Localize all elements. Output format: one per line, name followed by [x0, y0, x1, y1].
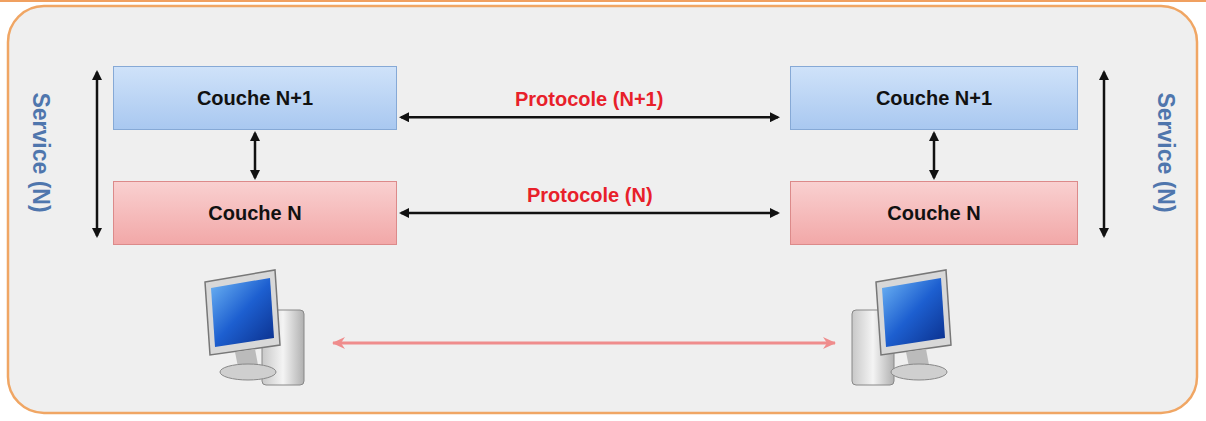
- protocol-arrow: [401, 212, 778, 215]
- service-label: Service (N): [1152, 92, 1179, 212]
- layer-box: Couche N: [790, 181, 1078, 245]
- frame: [8, 6, 1197, 413]
- layer-name: Couche N+1: [197, 87, 313, 110]
- service-arrow: [1103, 72, 1106, 236]
- protocol-arrow: [401, 116, 778, 119]
- layer-name: Couche N+1: [876, 87, 992, 110]
- service-label: Service (N): [27, 92, 54, 212]
- protocol-label: Protocole (N+1): [511, 88, 667, 111]
- protocol-arrow: [933, 133, 936, 178]
- computer-icon: [852, 270, 951, 385]
- layer-name: Couche N: [887, 202, 980, 225]
- link-arrow: [333, 342, 835, 345]
- service-arrow: [96, 72, 99, 236]
- protocol-label: Protocole (N): [523, 184, 657, 207]
- protocol-arrow: [254, 133, 257, 178]
- layer-box: Couche N: [113, 181, 397, 245]
- computer-icon: [205, 270, 304, 385]
- layer-box: Couche N+1: [113, 66, 397, 130]
- layer-name: Couche N: [208, 202, 301, 225]
- layer-box: Couche N+1: [790, 66, 1078, 130]
- top-rule: [0, 0, 1206, 2]
